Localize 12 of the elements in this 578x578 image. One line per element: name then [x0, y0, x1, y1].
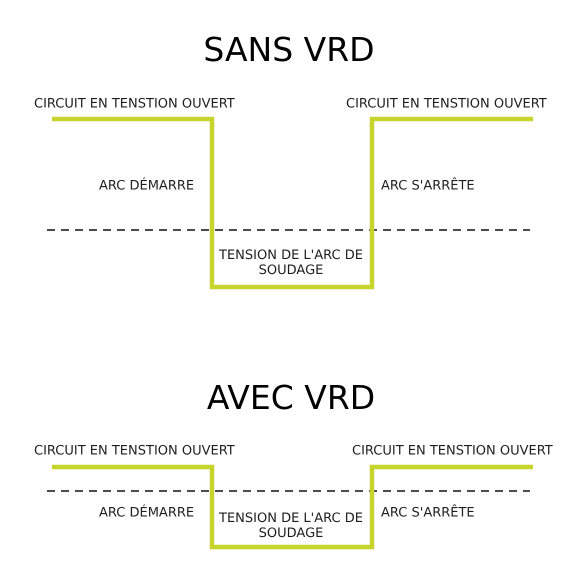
event-label: ARC S'ARRÊTE	[381, 178, 475, 194]
event-label: ARC DÉMARRE	[99, 506, 194, 520]
state-label: CIRCUIT EN TENSTION OUVERT	[34, 96, 235, 112]
event-label: ARC DÉMARRE	[99, 178, 194, 194]
section-heading: SANS VRD	[203, 31, 375, 69]
level-label: TENSION DE L'ARC DE SOUDAGE	[218, 511, 364, 541]
section-heading: AVEC VRD	[206, 379, 376, 417]
state-label: CIRCUIT EN TENSTION OUVERT	[34, 444, 235, 458]
level-label: TENSION DE L'ARC DE SOUDAGE	[218, 248, 364, 278]
state-label: CIRCUIT EN TENSTION OUVERT	[352, 444, 553, 458]
state-label: CIRCUIT EN TENSTION OUVERT	[346, 96, 547, 112]
event-label: ARC S'ARRÊTE	[381, 506, 475, 520]
